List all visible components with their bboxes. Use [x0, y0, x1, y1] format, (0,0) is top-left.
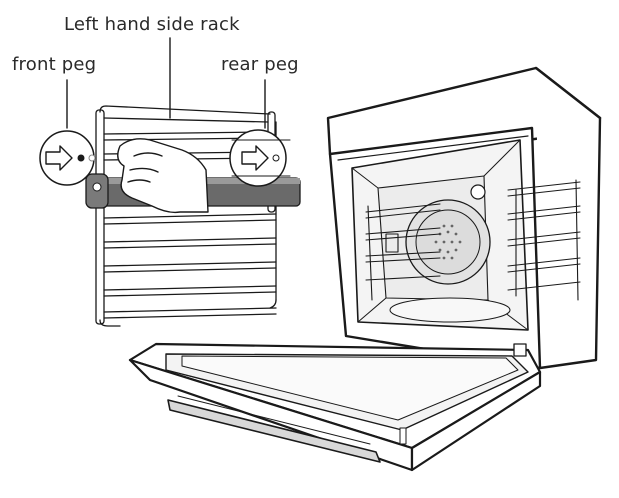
- rear-peg-callout: [229, 129, 291, 187]
- front-peg-arrow-icon: [45, 145, 73, 171]
- label-rear-peg: rear peg: [221, 54, 299, 75]
- oven-right-rack: [507, 179, 581, 301]
- rear-peg-arrow-icon: [241, 145, 269, 171]
- oven-door: [128, 342, 542, 472]
- oven-left-rack: [365, 203, 441, 301]
- label-left-hand-side-rack: Left hand side rack: [64, 14, 240, 35]
- leader-lines: [66, 37, 266, 129]
- label-front-peg: front peg: [12, 54, 97, 75]
- front-peg-callout: [39, 130, 96, 186]
- oven: [326, 66, 602, 370]
- hand-icon: [117, 138, 209, 214]
